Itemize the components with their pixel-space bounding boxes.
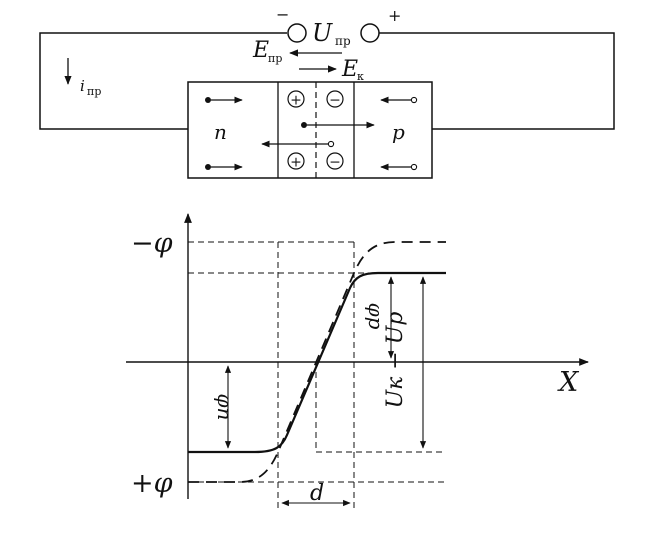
x-axis-label: X	[557, 367, 580, 398]
electron-crossing	[301, 121, 375, 129]
hole-p-bottom	[380, 163, 418, 171]
circuit: − + U пр E пр E к i пр n p + −	[39, 5, 615, 179]
phi-n-label: φn	[213, 394, 237, 421]
y-axis-bottom-label: +φ	[131, 468, 173, 499]
y-axis-top-label: −φ	[131, 228, 173, 259]
source-voltage-subscript: пр	[335, 34, 351, 48]
current-subscript: пр	[87, 85, 101, 98]
source-terminal-negative	[287, 23, 307, 43]
source-plus-sign: +	[388, 6, 401, 25]
width-label: d	[310, 481, 324, 506]
contact-field-label: E	[341, 57, 358, 82]
electron-n-bottom	[205, 163, 243, 171]
source-terminal-positive	[360, 23, 380, 43]
acceptor-ion-top: −	[326, 90, 344, 109]
svg-text:+: +	[290, 155, 302, 171]
svg-text:−: −	[329, 93, 341, 109]
source-minus-sign: −	[276, 5, 289, 24]
acceptor-ion-bottom: −	[326, 152, 344, 171]
donor-ion-bottom: +	[287, 152, 305, 171]
forward-field-subscript: пр	[268, 52, 282, 65]
current-label: i	[80, 77, 85, 95]
p-region-label: p	[392, 120, 405, 144]
contact-field-subscript: к	[357, 70, 364, 83]
svg-text:−: −	[329, 155, 341, 171]
semiconductor-block	[187, 81, 433, 179]
potential-plot: φn φp Uк − Uр d −φ +φ X	[126, 213, 589, 512]
uk-up-label: Uк − Uр	[383, 312, 408, 409]
wire-left	[39, 32, 287, 130]
electron-n-top	[205, 96, 243, 104]
forward-bias-potential-curve	[188, 271, 446, 454]
hole-crossing	[261, 140, 335, 148]
equilibrium-potential-curve	[188, 241, 446, 483]
n-region-label: n	[214, 120, 227, 144]
hole-p-top	[380, 96, 418, 104]
phi-p-label: φp	[364, 303, 388, 330]
source-voltage-label: U	[312, 19, 333, 47]
forward-field-label: E	[252, 38, 269, 63]
wire-right	[379, 32, 615, 130]
donor-ion-top: +	[287, 90, 305, 109]
svg-text:+: +	[290, 93, 302, 109]
